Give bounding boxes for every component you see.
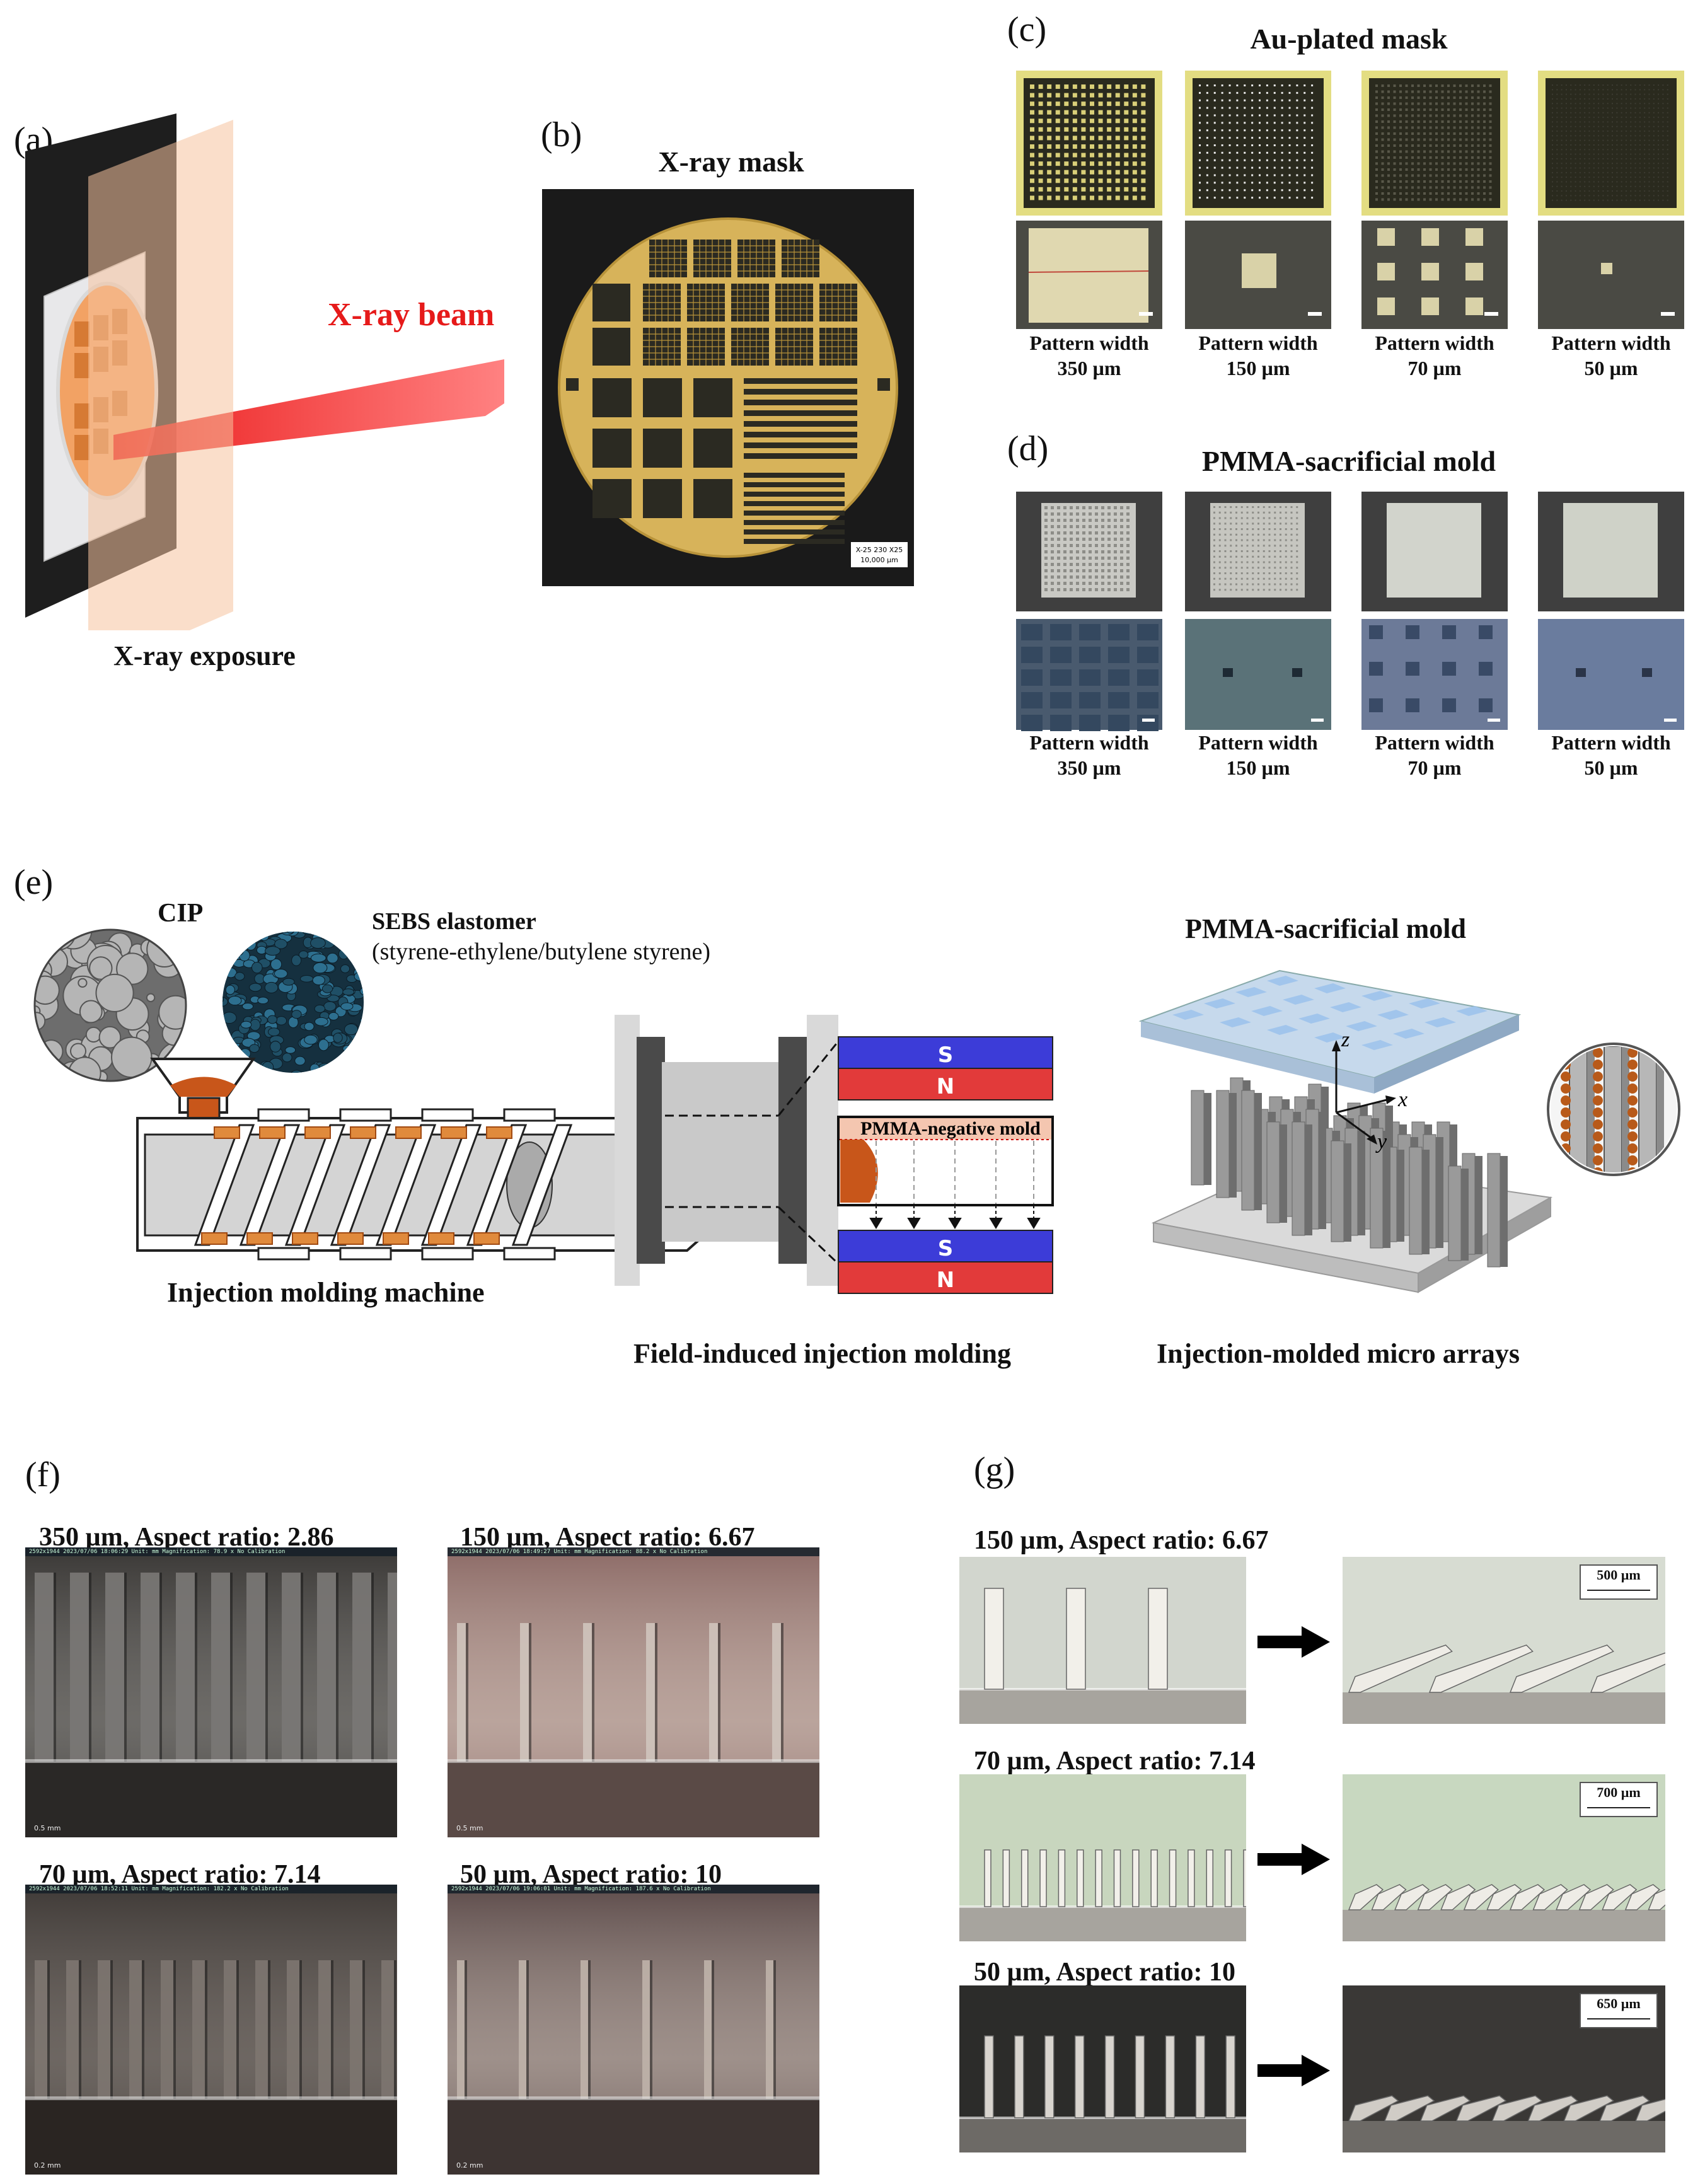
au-image-2 [1361,71,1508,329]
f-photo-1: 2592x1944 2023/07/06 18:49:27 Unit: mm M… [448,1547,819,1837]
axis-z: z [1341,1028,1350,1051]
magnet-top-s: S [938,1043,954,1068]
f-scale-2: 0.2 mm [34,2161,61,2170]
g-before-0 [959,1557,1246,1724]
pmma-caption-line1-3: Pattern width [1551,731,1671,754]
g-arrow-0 [1257,1626,1330,1658]
magnet-bottom-n: N [937,1268,954,1293]
f-caption-3: 50 µm, Aspect ratio: 10 [460,1860,722,1889]
au-mask-title: Au-plated mask [1250,23,1448,55]
f-infobar-2: 2592x1944 2023/07/06 18:52:11 Unit: mm M… [25,1885,397,1893]
pmma-caption-line2-2: 70 µm [1407,756,1462,779]
f-photo-2: 2592x1944 2023/07/06 18:52:11 Unit: mm M… [25,1885,397,2175]
axis-x: x [1397,1088,1407,1111]
g-before-2 [959,1985,1246,2152]
arrays-caption: Injection-molded micro arrays [1157,1338,1520,1369]
f-caption-0: 350 µm, Aspect ratio: 2.86 [39,1523,334,1552]
panel-label-e: (e) [14,863,54,902]
pmma-caption-line1-0: Pattern width [1029,731,1149,754]
f-scale-0: 0.5 mm [34,1824,61,1832]
mask-scale-text: X-25 230 X25 [856,546,903,554]
axis-y: y [1375,1130,1387,1153]
au-caption-line1-3: Pattern width [1551,332,1671,354]
au-caption-line2-2: 70 µm [1407,357,1462,379]
f-infobar-3: 2592x1944 2023/07/06 19:06:01 Unit: mm M… [448,1885,819,1893]
pmma-caption-line1-2: Pattern width [1375,731,1494,754]
panel-label-f: (f) [25,1455,61,1494]
g-scale-0: 500 µm [1580,1564,1658,1600]
g-scale-1: 700 µm [1580,1782,1658,1817]
f-photo-3: 2592x1944 2023/07/06 19:06:01 Unit: mm M… [448,1885,819,2175]
pmma-caption-line2-1: 150 µm [1226,756,1290,779]
au-caption-line1-2: Pattern width [1375,332,1494,354]
micro-array-illustration: z x y [1138,969,1680,1293]
cip-label: CIP [158,899,204,928]
xray-mask-image: X-25 230 X25 10,000 µm [542,189,914,586]
f-caption-2: 70 µm, Aspect ratio: 7.14 [39,1860,321,1889]
pmma-image-1 [1185,492,1331,730]
g-scale-bar-2 [1587,2018,1650,2019]
g-before-1 [959,1774,1246,1941]
molding-caption: Field-induced injection molding [633,1338,1011,1369]
pmma-caption-line1-1: Pattern width [1198,731,1318,754]
f-infobar-1: 2592x1944 2023/07/06 18:49:27 Unit: mm M… [448,1547,819,1556]
cip-sem-image [33,928,187,1082]
pmma-mold-e-title: PMMA-sacrificial mold [1185,913,1466,944]
g-scale-bar-1 [1587,1807,1650,1808]
f-infobar-0: 2592x1944 2023/07/06 18:06:29 Unit: mm M… [25,1547,397,1556]
au-caption-line2-1: 150 µm [1226,357,1290,379]
magnet-bottom-s: S [938,1236,954,1261]
au-caption-line1-0: Pattern width [1029,332,1149,354]
xray-exposure-caption: X-ray exposure [113,640,296,671]
g-after-0: 500 µm [1343,1557,1665,1724]
xray-mask-title: X-ray mask [658,146,804,178]
g-scale-2: 650 µm [1580,1993,1658,2028]
pmma-mold-title: PMMA-sacrificial mold [1201,445,1496,477]
g-scale-text-0: 500 µm [1597,1567,1641,1583]
g-scale-text-2: 650 µm [1597,1996,1641,2011]
g-scale-bar-0 [1587,1590,1650,1591]
injection-molding-schematic [136,1058,732,1261]
pmma-image-0 [1016,492,1162,731]
panel-label-d: (d) [1007,429,1049,468]
pmma-caption-line2-3: 50 µm [1584,756,1638,779]
panel-label-c: (c) [1007,10,1047,49]
g-after-1: 700 µm [1343,1774,1665,1941]
pmma-image-2 [1361,492,1508,730]
g-arrow-1 [1257,1844,1330,1875]
sebs-label: SEBS elastomer [372,908,536,935]
g-caption-0: 150 µm, Aspect ratio: 6.67 [974,1526,1269,1555]
g-after-2: 650 µm [1343,1985,1665,2152]
sebs-pellets-image [223,932,364,1073]
g-scale-text-1: 700 µm [1597,1784,1641,1800]
f-caption-1: 150 µm, Aspect ratio: 6.67 [460,1523,755,1552]
g-arrow-2 [1257,2055,1330,2086]
f-scale-1: 0.5 mm [456,1824,483,1832]
field-mold-schematic: S N PMMA-negative mold S N [615,1015,1054,1294]
panel-label-b: (b) [541,115,582,154]
pmma-image-3 [1538,492,1684,730]
mask-scale-length: 10,000 µm [860,556,898,564]
au-caption-line2-3: 50 µm [1584,357,1638,379]
f-photo-0: 2592x1944 2023/07/06 18:06:29 Unit: mm M… [25,1547,397,1837]
sebs-sublabel: (styrene-ethylene/butylene styrene) [372,939,711,965]
xray-beam-label: X-ray beam [328,297,495,333]
au-image-1 [1185,71,1331,329]
machine-caption: Injection molding machine [167,1277,485,1308]
g-caption-1: 70 µm, Aspect ratio: 7.14 [974,1747,1256,1776]
xray-exposure-illustration [25,113,504,630]
au-image-0 [1016,71,1162,329]
au-image-3 [1538,71,1684,329]
negative-mold-label: PMMA-negative mold [860,1118,1041,1139]
magnet-top-n: N [937,1074,954,1099]
au-caption-line2-0: 350 µm [1057,357,1121,379]
au-caption-line1-1: Pattern width [1198,332,1318,354]
g-caption-2: 50 µm, Aspect ratio: 10 [974,1958,1235,1987]
panel-label-g: (g) [974,1450,1015,1489]
pmma-caption-line2-0: 350 µm [1057,756,1121,779]
f-scale-3: 0.2 mm [456,2161,483,2170]
